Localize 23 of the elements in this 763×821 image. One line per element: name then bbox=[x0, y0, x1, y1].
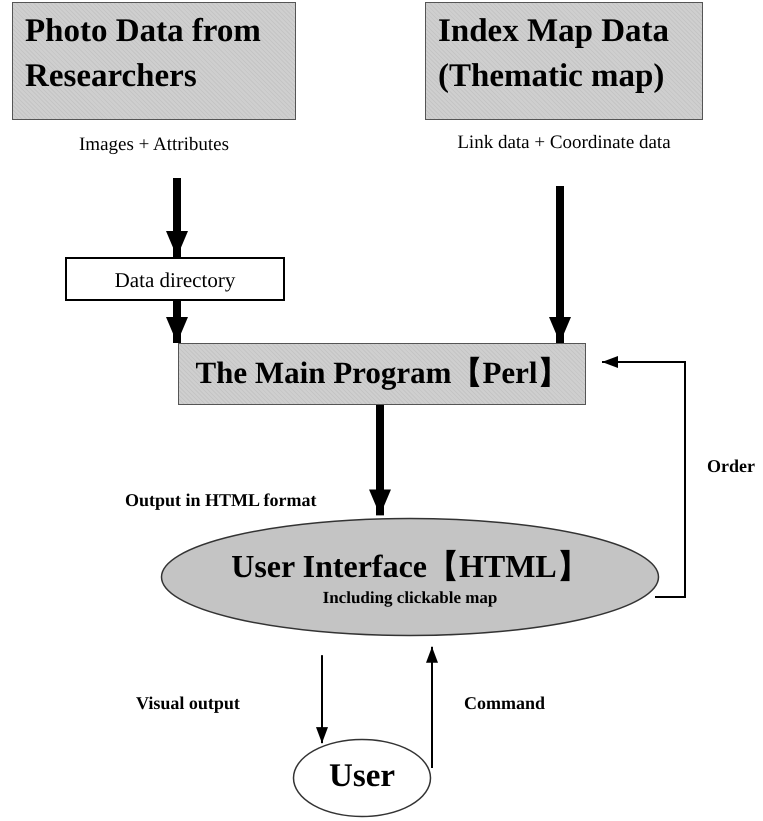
node-title: Index Map Data (Thematic map) bbox=[437, 12, 670, 96]
arrow bbox=[166, 178, 188, 257]
node-title: User Interface【HTML】 bbox=[230, 547, 590, 586]
process-box bbox=[65, 257, 285, 301]
arrow bbox=[426, 646, 438, 768]
program-box bbox=[178, 343, 586, 405]
arrow bbox=[166, 301, 188, 343]
user-ellipse bbox=[292, 738, 432, 818]
edge-label: Output in HTML format bbox=[123, 490, 319, 511]
node-title: Data directory bbox=[114, 267, 236, 294]
arrow bbox=[549, 186, 571, 343]
source-box bbox=[425, 2, 703, 120]
arrow bbox=[369, 405, 391, 516]
data-caption: Link data + Coordinate data bbox=[456, 132, 672, 154]
arrow bbox=[316, 655, 328, 744]
data-caption: Images + Attributes bbox=[78, 134, 230, 156]
node-subtitle: Including clickable map bbox=[322, 587, 498, 609]
node-title: The Main Program【Perl】 bbox=[194, 354, 570, 392]
interface-ellipse bbox=[160, 517, 660, 637]
arrow bbox=[602, 356, 686, 598]
node-title: User bbox=[328, 757, 396, 796]
source-box bbox=[12, 2, 296, 120]
node-title: Photo Data from Researchers bbox=[24, 12, 262, 96]
